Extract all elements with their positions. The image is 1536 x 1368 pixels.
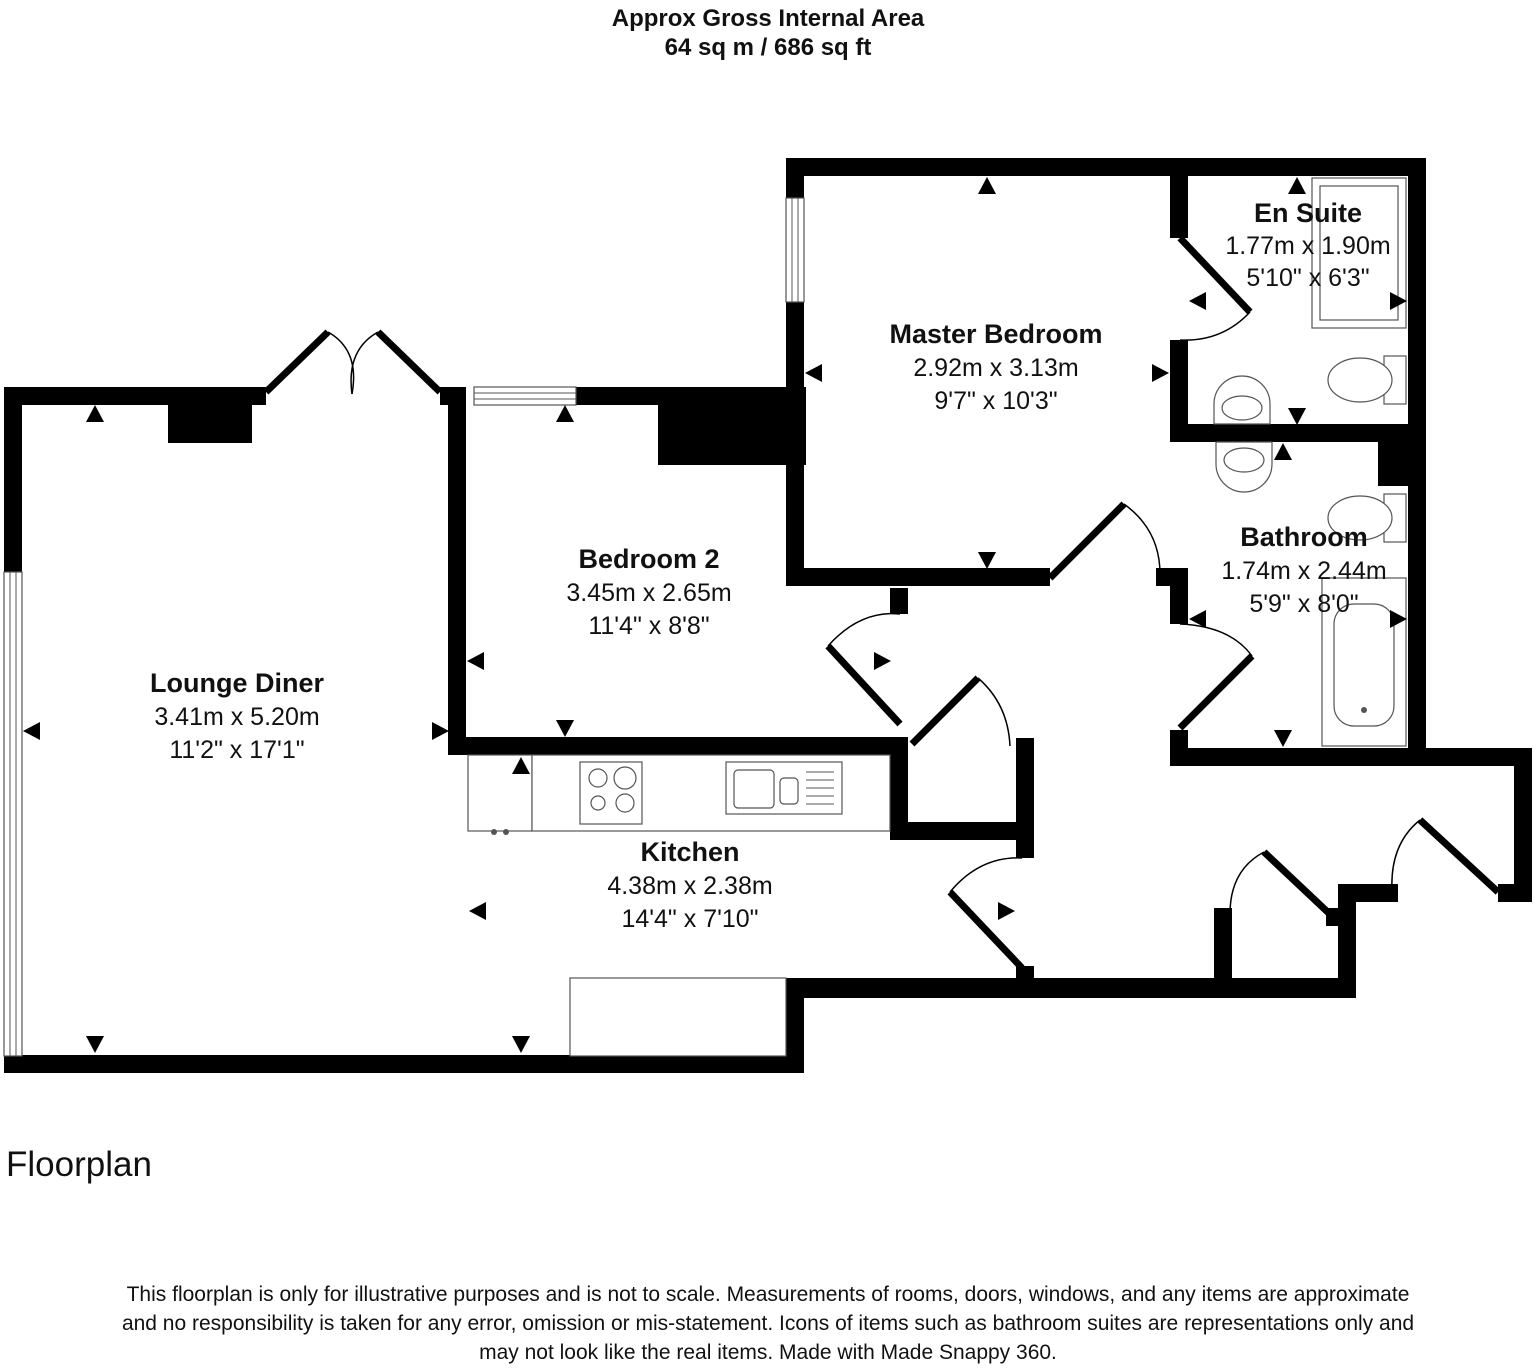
room-name: Bedroom 2 [578, 544, 719, 574]
room-metric: 1.77m x 1.90m [1225, 232, 1390, 260]
room-imperial: 5'10" x 6'3" [1246, 264, 1369, 292]
room-metric: 4.38m x 2.38m [607, 872, 772, 900]
room-name: En Suite [1254, 198, 1362, 228]
wall-master-bottom [786, 568, 1050, 586]
room-metric: 3.41m x 5.20m [154, 703, 319, 731]
wall-ensuite-right [1408, 158, 1426, 748]
wall-master-top [786, 158, 1426, 176]
wall-bedroom2-top [576, 387, 806, 405]
wall-hall-bottom [786, 978, 1354, 998]
wall-hall-right-foot [1498, 884, 1532, 902]
wall-hall-right [1514, 748, 1532, 902]
chimney-breast-bedroom2 [658, 403, 806, 465]
area-header-title: Approx Gross Internal Area [611, 5, 925, 32]
wall-kitchen-step [786, 978, 804, 1073]
area-header-value: 64 sq m / 686 sq ft [664, 34, 872, 61]
room-bedroom-2: Bedroom 2 3.45m x 2.65m 11'4" x 8'8" [566, 544, 731, 640]
wall-hall-stub [1016, 966, 1034, 996]
kitchen-base-unit [569, 977, 787, 1057]
chimney-breast-lounge [168, 403, 252, 443]
floorplan-diagram: Lounge Diner 3.41m x 5.20m 11'2" x 17'1"… [3, 158, 1532, 1073]
wall-master-right-mid [1170, 340, 1188, 434]
disclaimer-line: may not look like the real items. Made w… [479, 1341, 1057, 1364]
wall-bathroom-bottom [1170, 748, 1532, 766]
bathroom-boxing [1378, 440, 1408, 486]
wall-bottom [4, 1055, 804, 1073]
disclaimer: This floorplan is only for illustrative … [10, 1280, 1526, 1367]
wall-cupboard-left-kitchen [890, 755, 908, 839]
window-bedroom2 [473, 386, 577, 406]
area-header: Approx Gross Internal Area 64 sq m / 686… [0, 4, 1536, 62]
wall-cupboard-left [1214, 908, 1232, 998]
wall-lounge-top-left [4, 387, 266, 405]
wall-hall-step-vertical [1338, 884, 1356, 998]
windows [3, 197, 805, 1057]
room-imperial: 9'7" x 10'3" [934, 387, 1057, 415]
room-name: Bathroom [1240, 522, 1368, 552]
dimension-arrows [23, 177, 1407, 1053]
room-imperial: 5'9" x 8'0" [1249, 590, 1358, 618]
wall-cupboard-bottom [890, 822, 1032, 840]
floorplan-caption: Floorplan [6, 1145, 152, 1184]
window-master [785, 197, 805, 303]
room-bathroom: Bathroom 1.74m x 2.44m 5'9" x 8'0" [1221, 522, 1386, 618]
wall-bedroom2-bottom [448, 737, 892, 755]
wall-ensuite-bathroom-divider [1170, 424, 1426, 442]
wall-master-right-top [1170, 158, 1188, 238]
wall-bedroom2-right-stub [890, 588, 908, 614]
room-master-bedroom: Master Bedroom 2.92m x 3.13m 9'7" x 10'3… [889, 319, 1102, 415]
wall-cupboard-right [1016, 738, 1034, 858]
room-name: Master Bedroom [889, 319, 1102, 349]
room-imperial: 11'4" x 8'8" [588, 612, 709, 640]
room-name: Kitchen [640, 837, 739, 867]
bathroom-fixtures [1213, 177, 1407, 747]
disclaimer-line: and no responsibility is taken for any e… [121, 1312, 1415, 1335]
wall-bedroom2-left [448, 387, 466, 755]
room-lounge-diner: Lounge Diner 3.41m x 5.20m 11'2" x 17'1" [150, 668, 324, 764]
room-imperial: 11'2" x 17'1" [169, 736, 304, 764]
doors [263, 235, 1501, 971]
room-metric: 2.92m x 3.13m [913, 354, 1078, 382]
room-name: Lounge Diner [150, 668, 324, 698]
room-kitchen: Kitchen 4.38m x 2.38m 14'4" x 7'10" [607, 837, 772, 933]
wall-master-left [786, 302, 804, 586]
kitchen-fixtures [467, 754, 891, 1057]
room-metric: 3.45m x 2.65m [566, 579, 731, 607]
window-lounge [3, 571, 23, 1057]
room-metric: 1.74m x 2.44m [1221, 557, 1386, 585]
walls [4, 158, 1532, 1073]
disclaimer-line: This floorplan is only for illustrative … [126, 1283, 1410, 1306]
room-en-suite: En Suite 1.77m x 1.90m 5'10" x 6'3" [1225, 198, 1390, 292]
room-imperial: 14'4" x 7'10" [621, 905, 758, 933]
wall-bathroom-left [1170, 568, 1188, 624]
